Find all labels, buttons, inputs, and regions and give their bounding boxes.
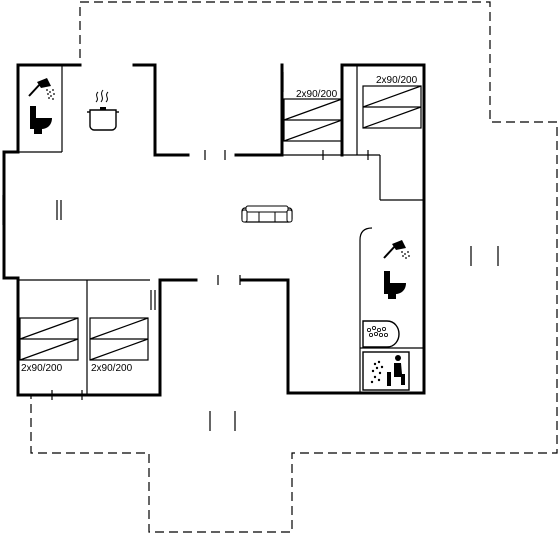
bed-label-top-left: 2x90/200 (296, 89, 338, 100)
shower-icon (383, 240, 410, 259)
toilet-icon (30, 106, 52, 134)
shower-icon (28, 78, 55, 100)
sauna-icon (362, 351, 410, 391)
cooking-pot-icon (87, 89, 119, 131)
sofa-icon (241, 205, 293, 223)
exterior-walls (2, 63, 426, 397)
toilet-icon (384, 271, 406, 299)
bed-label-top-right: 2x90/200 (376, 75, 418, 86)
bed-label-bottom-right: 2x90/200 (91, 363, 133, 374)
bed-label-bottom-left: 2x90/200 (21, 363, 63, 374)
bed-top-right (362, 85, 422, 129)
whirlpool-icon (362, 320, 400, 348)
bed-bottom-left (19, 317, 79, 361)
terrace-outline (30, 1, 558, 533)
interior-walls (2, 65, 424, 400)
terrace-markers (209, 246, 499, 431)
bed-bottom-right (89, 317, 149, 361)
bed-top-left (283, 98, 343, 142)
